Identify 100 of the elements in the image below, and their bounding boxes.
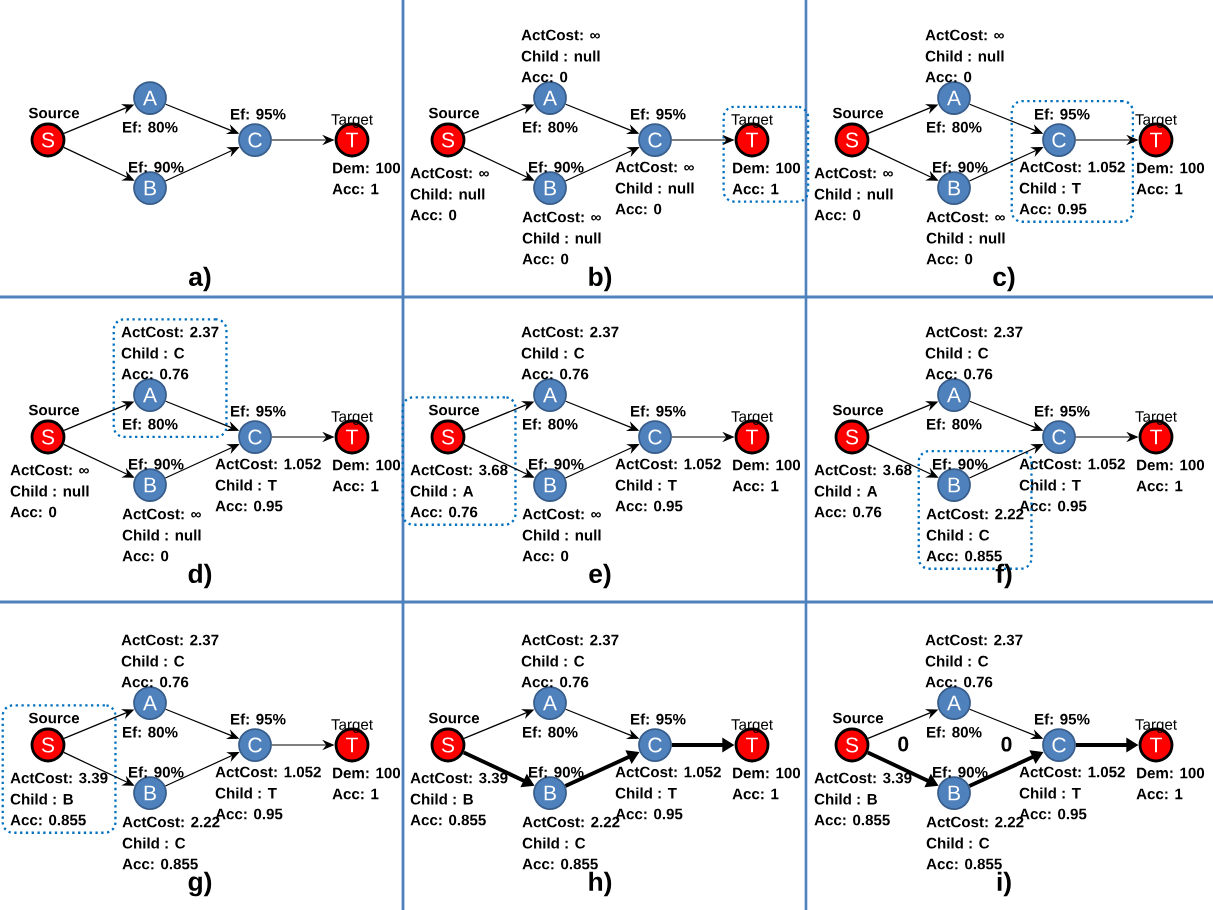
circle-node: C xyxy=(638,728,672,762)
node-annotation: Source xyxy=(428,107,480,119)
panel-label: i) xyxy=(997,871,1011,897)
node-annotation: Child : C xyxy=(121,347,185,359)
panel-label: f) xyxy=(995,563,1012,589)
node-annotation: Ef: 90% xyxy=(129,161,184,173)
node-annotation: Ef: 95% xyxy=(631,108,686,120)
node-annotation: ActCost: 2.37 xyxy=(521,326,619,338)
node-annotation: Child : B xyxy=(814,793,877,805)
circle-node: C xyxy=(638,420,672,454)
node-annotation: Child : C xyxy=(926,529,990,541)
node-annotation: Acc: 1 xyxy=(1136,183,1183,195)
panel-label: c) xyxy=(993,266,1015,292)
node-annotation: Ef: 90% xyxy=(529,161,584,173)
panel-label: h) xyxy=(589,871,612,897)
node-annotation: Acc: 0.855 xyxy=(10,814,86,826)
node-annotation: Dem: 100 xyxy=(1137,162,1205,174)
node-annotation: Child : T xyxy=(1019,182,1081,194)
node-annotation: ActCost: 3.39 xyxy=(10,772,108,784)
node-annotation: Child : null xyxy=(814,188,893,200)
node-annotation: Acc: 1 xyxy=(1136,480,1183,492)
circle-node: S xyxy=(430,122,466,158)
node-annotation: Child : B xyxy=(10,793,73,805)
node-annotation: Child : A xyxy=(410,485,474,497)
node-annotation: ActCost: 1.052 xyxy=(1019,161,1125,173)
circle-node: S xyxy=(834,727,870,763)
node-annotation: ActCost: 1.052 xyxy=(615,458,721,470)
node-annotation: Acc: 0 xyxy=(522,253,569,265)
highlight-box xyxy=(401,396,517,526)
node-annotation: ActCost: 2.37 xyxy=(925,634,1023,646)
node-annotation: Acc: 0 xyxy=(122,550,169,562)
edge-label: 0 xyxy=(1001,736,1012,752)
node-annotation: ActCost: 1.052 xyxy=(215,458,321,470)
node-annotation: Child: null xyxy=(410,188,485,200)
node-annotation: Ef: 90% xyxy=(129,458,184,470)
node-annotation: ActCost: ∞ xyxy=(814,167,893,179)
highlight-box xyxy=(1,704,117,834)
node-annotation: Ef: 80% xyxy=(927,726,982,738)
panel-label: g) xyxy=(188,871,212,897)
node-annotation: Acc: 1 xyxy=(332,183,379,195)
node-annotation: Acc: 0.95 xyxy=(1019,203,1087,215)
node-annotation: Acc: 0 xyxy=(10,506,57,518)
node-annotation: Acc: 1 xyxy=(1136,788,1183,800)
node-annotation: Source xyxy=(428,404,480,416)
node-annotation: Ef: 95% xyxy=(1035,713,1090,725)
node-annotation: ActCost: ∞ xyxy=(925,29,1004,41)
node-annotation: ActCost: 3.39 xyxy=(410,772,508,784)
node-annotation: Ef: 90% xyxy=(933,458,988,470)
edge-label: 0 xyxy=(898,736,909,752)
node-annotation: Child : null xyxy=(521,50,600,62)
node-annotation: ActCost: 3.68 xyxy=(410,464,508,476)
node-annotation: Ef: 80% xyxy=(123,121,178,133)
node-annotation: Child : C xyxy=(122,837,186,849)
node-annotation: ActCost: ∞ xyxy=(522,211,601,223)
node-annotation: Source xyxy=(832,404,884,416)
node-annotation: Child : C xyxy=(121,655,185,667)
node-annotation: ActCost: 3.68 xyxy=(814,464,912,476)
node-annotation: Acc: 0 xyxy=(522,550,569,562)
node-annotation: ActCost: 1.052 xyxy=(1019,458,1125,470)
circle-node: C xyxy=(638,123,672,157)
node-annotation: Child : T xyxy=(1019,479,1081,491)
node-annotation: ActCost: 2.37 xyxy=(521,634,619,646)
node-annotation: Ef: 95% xyxy=(1035,108,1090,120)
node-annotation: Ef: 80% xyxy=(523,418,578,430)
node-annotation: Ef: 80% xyxy=(123,418,178,430)
node-annotation: Acc: 0.76 xyxy=(925,368,993,380)
node-annotation: Child : T xyxy=(215,787,277,799)
node-annotation: Child : A xyxy=(814,485,878,497)
node-annotation: Acc: 1 xyxy=(732,788,779,800)
node-annotation: Acc: 0.76 xyxy=(410,506,478,518)
node-annotation: Ef: 80% xyxy=(927,121,982,133)
node-annotation: Source xyxy=(28,107,80,119)
node-annotation: Child : C xyxy=(522,837,586,849)
node-annotation: Source xyxy=(28,404,80,416)
node-annotation: Ef: 95% xyxy=(231,108,286,120)
node-annotation: Child : T xyxy=(615,479,677,491)
node-annotation: Ef: 90% xyxy=(529,458,584,470)
node-annotation: Child : null xyxy=(122,529,201,541)
circle-node: C xyxy=(1042,123,1076,157)
node-annotation: Child : C xyxy=(925,655,989,667)
node-annotation: Dem: 100 xyxy=(733,162,801,174)
node-annotation: ActCost: ∞ xyxy=(10,464,89,476)
node-annotation: Acc: 0.855 xyxy=(926,550,1002,562)
node-annotation: Dem: 100 xyxy=(333,459,401,471)
panel-label: b) xyxy=(589,266,612,292)
node-annotation: Child : C xyxy=(521,655,585,667)
node-annotation: Dem: 100 xyxy=(333,162,401,174)
node-annotation: Child : T xyxy=(1019,787,1081,799)
node-annotation: Acc: 0.95 xyxy=(615,500,683,512)
node-annotation: Acc: 0 xyxy=(410,209,457,221)
node-annotation: Acc: 0.855 xyxy=(522,858,598,870)
node-annotation: Source xyxy=(832,107,884,119)
circle-node: C xyxy=(238,728,272,762)
node-annotation: Acc: 0.855 xyxy=(926,858,1002,870)
node-annotation: Acc: 0.76 xyxy=(121,368,189,380)
node-annotation: Source xyxy=(428,712,480,724)
node-annotation: Acc: 1 xyxy=(732,480,779,492)
highlight-box xyxy=(1010,99,1134,223)
node-annotation: Ef: 80% xyxy=(123,726,178,738)
node-annotation: Dem: 100 xyxy=(333,767,401,779)
